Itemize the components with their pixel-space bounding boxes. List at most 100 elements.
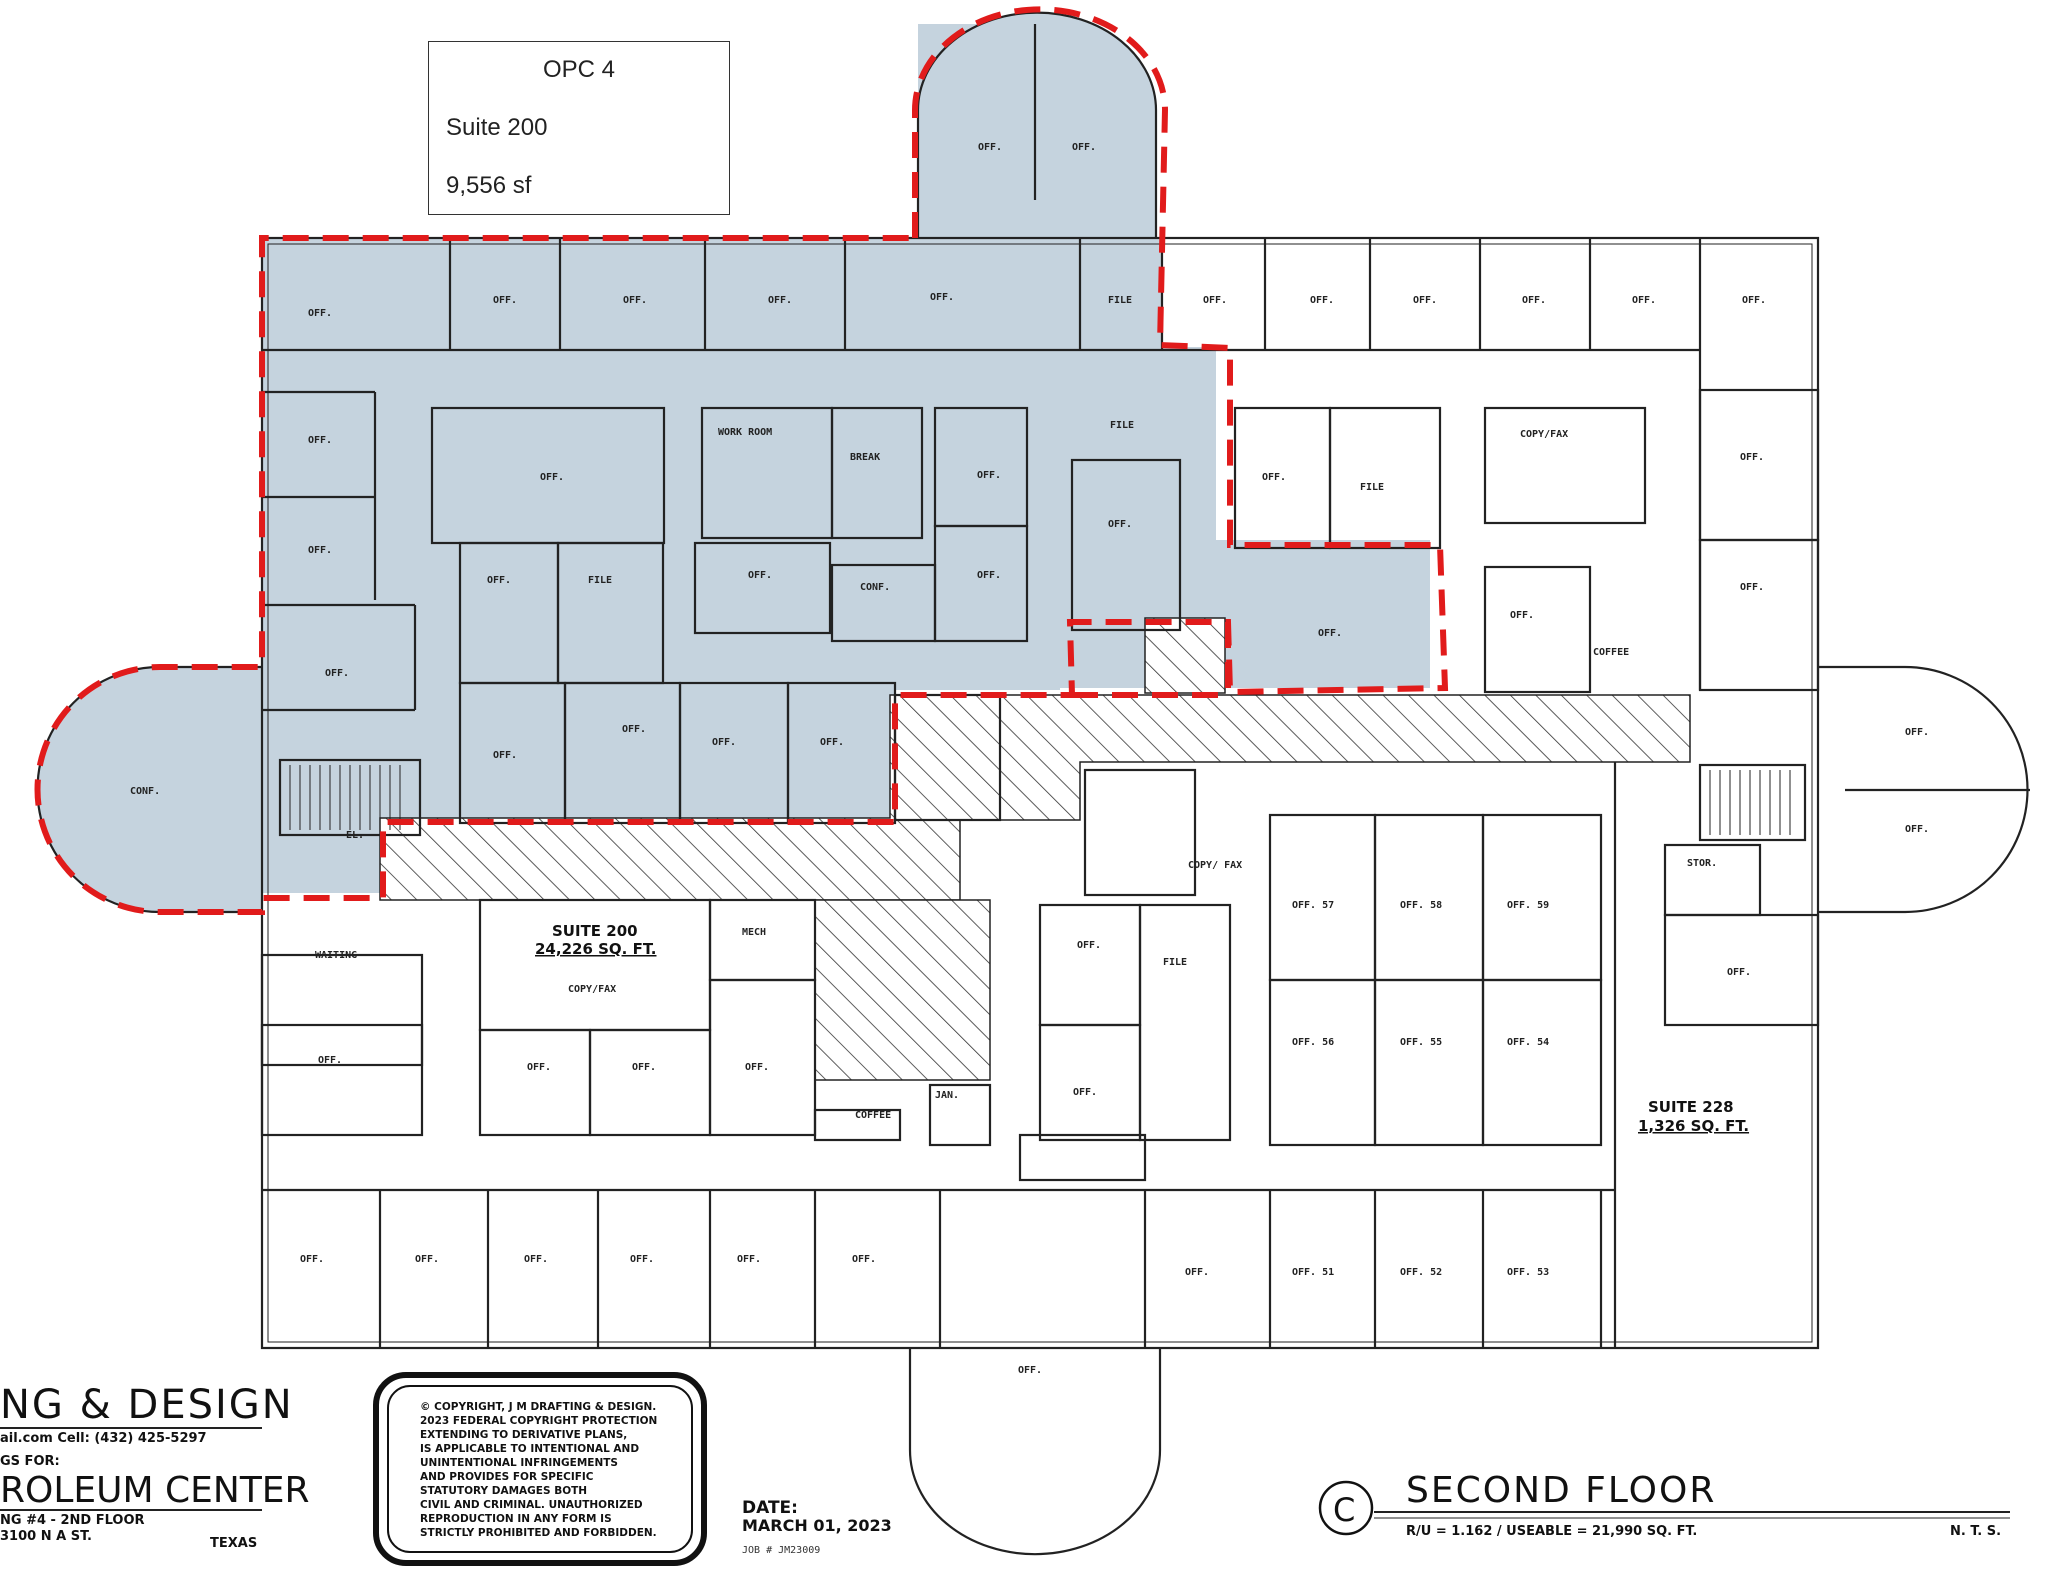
copyright-line: © COPYRIGHT, J M DRAFTING & DESIGN. [420, 1401, 656, 1413]
company-name: NG & DESIGN [0, 1382, 294, 1428]
info-title: OPC 4 [542, 56, 616, 83]
room-label: OFF. 55 [1400, 1037, 1442, 1048]
room-label: OFF. [487, 575, 511, 586]
info-suite: Suite 200 [446, 114, 548, 141]
room-label: OFF. [1905, 824, 1929, 835]
room-label: OFF. [1108, 519, 1132, 530]
room-label: FILE [1110, 420, 1134, 431]
room-label: OFF. [1185, 1267, 1209, 1278]
room-label: OFF. [1727, 967, 1751, 978]
copyright-line: CIVIL AND CRIMINAL. UNAUTHORIZED [420, 1499, 643, 1511]
room-label: OFF. [415, 1254, 439, 1265]
room-label: COPY/ FAX [1188, 860, 1242, 871]
room-label: CONF. [130, 786, 160, 797]
copyright-line: 2023 FEDERAL COPYRIGHT PROTECTION [420, 1415, 657, 1427]
copyright-notice: © COPYRIGHT, J M DRAFTING & DESIGN. 2023… [420, 1401, 657, 1539]
scale: N. T. S. [1950, 1524, 2001, 1539]
address: 3100 N A ST. [0, 1529, 92, 1544]
room-label: OFF. [1740, 582, 1764, 593]
room-label: EL. [346, 830, 364, 841]
room-label: COPY/FAX [1520, 429, 1568, 440]
room-label: OFF. 53 [1507, 1267, 1549, 1278]
room-label: FILE [1108, 295, 1132, 306]
room-label: OFF. [977, 570, 1001, 581]
room-label: OFF. [1203, 295, 1227, 306]
suite-boundary [34, 6, 1449, 915]
copyright-line: EXTENDING TO DERIVATIVE PLANS, [420, 1429, 627, 1441]
drawing-title: SECOND FLOOR [1406, 1470, 1716, 1511]
date: MARCH 01, 2023 [742, 1516, 892, 1535]
room-label: OFF. [1073, 1087, 1097, 1098]
room-label: OFF. [737, 1254, 761, 1265]
room-label: CONF. [860, 582, 890, 593]
copyright-line: IS APPLICABLE TO INTENTIONAL AND [420, 1443, 639, 1455]
room-label: OFF. [493, 295, 517, 306]
room-label: BREAK [850, 452, 880, 463]
room-label: OFF. [308, 435, 332, 446]
room-label: OFF. [630, 1254, 654, 1265]
drawing-subtitle: R/U = 1.162 / USEABLE = 21,990 SQ. FT. [1406, 1524, 1697, 1539]
room-label: OFF. [978, 142, 1002, 153]
prepared-for: GS FOR: [0, 1454, 60, 1469]
room-label: OFF. 54 [1507, 1037, 1549, 1048]
room-label: JAN. [935, 1090, 959, 1101]
suite-228-area: 1,326 SQ. FT. [1638, 1117, 1749, 1135]
leased-area-fill [37, 12, 1430, 912]
room-label: OFF. [712, 737, 736, 748]
room-label: OFF. [308, 308, 332, 319]
room-labels: OFF. OFF. OFF. OFF. OFF. FILE OFF. OFF. … [130, 142, 1929, 1376]
room-label: OFF. [1522, 295, 1546, 306]
room-label: OFF. [852, 1254, 876, 1265]
room-label: OFF. [540, 472, 564, 483]
room-label: STOR. [1687, 858, 1717, 869]
job-number: JOB # JM23009 [742, 1545, 820, 1556]
room-label: OFF. [768, 295, 792, 306]
room-label: OFF. [623, 295, 647, 306]
room-label: OFF. [318, 1055, 342, 1066]
room-label: COFFEE [1593, 647, 1629, 658]
room-label: FILE [1163, 957, 1187, 968]
company-contact: ail.com Cell: (432) 425-5297 [0, 1431, 207, 1446]
suite-labels: SUITE 200 24,226 SQ. FT. SUITE 228 1,326… [535, 922, 1749, 1135]
drawing-letter: C [1333, 1491, 1355, 1529]
copyright-line: STRICTLY PROHIBITED AND FORBIDDEN. [420, 1527, 657, 1539]
room-label: OFF. 58 [1400, 900, 1442, 911]
room-label: OFF. 59 [1507, 900, 1549, 911]
copyright-line: UNINTENTIONAL INFRINGEMENTS [420, 1457, 618, 1469]
room-label: OFF. [308, 545, 332, 556]
room-label: OFF. [1318, 628, 1342, 639]
room-label: OFF. [1077, 940, 1101, 951]
room-label: OFF. [300, 1254, 324, 1265]
suite-228-name: SUITE 228 [1648, 1098, 1734, 1116]
copyright-line: AND PROVIDES FOR SPECIFIC [420, 1471, 594, 1483]
title-block: NG & DESIGN ail.com Cell: (432) 425-5297… [0, 1372, 2010, 1566]
room-label: OFF. [748, 570, 772, 581]
room-label: OFF. [527, 1062, 551, 1073]
room-label: OFF. [977, 470, 1001, 481]
room-label: MECH [742, 927, 766, 938]
room-label: OFF. [1742, 295, 1766, 306]
room-label: COPY/FAX [568, 984, 616, 995]
room-label: OFF. [1632, 295, 1656, 306]
suite-200-name: SUITE 200 [552, 922, 638, 940]
copyright-line: STATUTORY DAMAGES BOTH [420, 1485, 587, 1497]
room-label: OFF. [325, 668, 349, 679]
room-label: OFF. [493, 750, 517, 761]
room-label: OFF. [1262, 472, 1286, 483]
building-walls [36, 11, 2030, 1556]
room-label: OFF. 56 [1292, 1037, 1334, 1048]
copyright-line: REPRODUCTION IN ANY FORM IS [420, 1513, 612, 1525]
room-label: OFF. [632, 1062, 656, 1073]
room-label: OFF. [1510, 610, 1534, 621]
room-label: OFF. 57 [1292, 900, 1334, 911]
room-label: OFF. [820, 737, 844, 748]
room-label: OFF. [622, 724, 646, 735]
room-label: OFF. [745, 1062, 769, 1073]
room-label: OFF. 52 [1400, 1267, 1442, 1278]
info-area: 9,556 sf [446, 172, 532, 199]
state: TEXAS [210, 1536, 257, 1551]
room-label: OFF. [1740, 452, 1764, 463]
suite-info-box: OPC 4 Suite 200 9,556 sf [428, 41, 730, 215]
room-label: FILE [588, 575, 612, 586]
